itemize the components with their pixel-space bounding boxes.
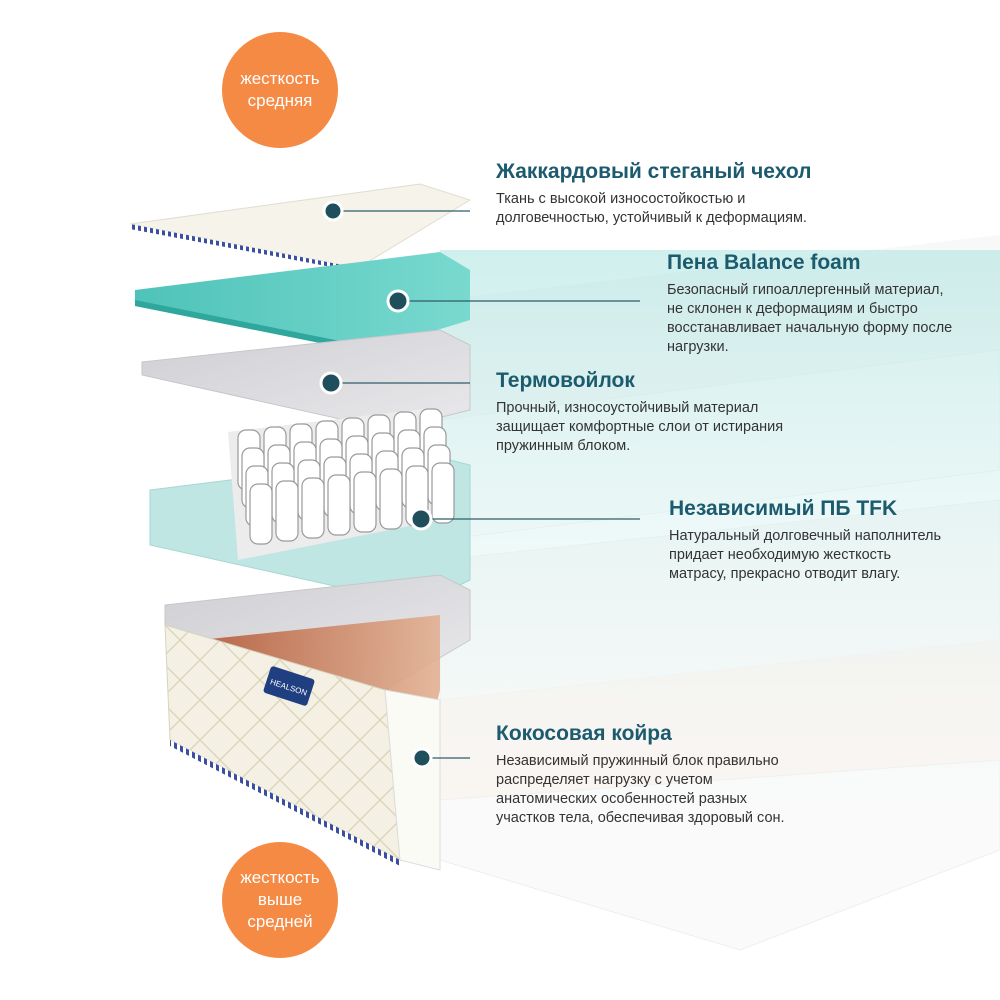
layer-spring-block <box>149 408 471 606</box>
layer-thermal-felt <box>141 329 471 431</box>
callout-jacquard-cover: Жаккардовый стеганый чехол Ткань с высок… <box>496 160 812 228</box>
callout-description: Прочный, износоустойчивый материал защищ… <box>496 399 783 456</box>
marker-coconut-coir <box>411 747 433 769</box>
badge-above-medium-firmness: жесткость выше средней <box>222 842 338 958</box>
pocket-spring <box>379 468 403 530</box>
layer-balance-foam <box>135 252 470 352</box>
callout-title: Пена Balance foam <box>667 251 861 274</box>
badge-bottom-line-3: средней <box>247 912 313 931</box>
pocket-spring <box>431 462 455 524</box>
callout-coconut-coir: Кокосовая койра Независимый пружинный бл… <box>496 722 785 828</box>
callout-spring-block: Независимый ПБ TFK Натуральный долговечн… <box>669 497 941 584</box>
callout-line: Независимый пружинный блок правильно <box>496 753 779 769</box>
badge-medium-firmness: жесткость средняя <box>222 32 338 148</box>
callout-line: пружинным блоком. <box>496 438 631 454</box>
callout-line: Ткань с высокой износостойкостью и <box>496 191 746 207</box>
callout-title: Независимый ПБ TFK <box>669 497 898 520</box>
callout-line: защищает комфортные слои от истирания <box>496 419 784 435</box>
marker-jacquard-cover <box>322 200 344 222</box>
marker-balance-foam <box>386 289 410 313</box>
layer-jacquard-cover <box>129 183 472 272</box>
badge-top-line-2: средняя <box>247 91 313 110</box>
callout-line: придает необходимую жесткость <box>669 547 892 563</box>
pocket-spring <box>327 474 351 536</box>
pocket-spring <box>249 483 273 545</box>
callout-description: Натуральный долговечный наполнитель прид… <box>669 527 941 584</box>
callout-title: Жаккардовый стеганый чехол <box>496 160 812 183</box>
callout-line: Безопасный гипоаллергенный материал, <box>667 282 944 298</box>
callout-title: Кокосовая койра <box>496 722 672 745</box>
marker-thermal-felt <box>319 371 343 395</box>
callout-line: не склонен к деформациям и быстро <box>667 301 918 317</box>
callout-description: Независимый пружинный блок правильно рас… <box>496 752 785 828</box>
badge-bottom-line-1: жесткость <box>240 868 320 887</box>
callout-line: восстанавливает начальную форму после <box>667 320 953 336</box>
badge-bottom-line-2: выше <box>257 890 303 909</box>
callout-description: Безопасный гипоаллергенный материал, не … <box>667 281 952 357</box>
pocket-spring <box>275 480 299 542</box>
marker-spring-block <box>409 507 433 531</box>
callout-line: матрасу, прекрасно отводит влагу. <box>669 566 901 582</box>
pocket-spring <box>353 471 377 533</box>
callout-line: Прочный, износоустойчивый материал <box>496 400 759 416</box>
badge-top-line-1: жесткость <box>240 69 320 88</box>
callout-title: Термовойлок <box>496 369 635 392</box>
callout-line: долговечностью, устойчивый к деформациям… <box>496 210 807 226</box>
callout-line: распределяет нагрузку с учетом <box>496 772 713 788</box>
callout-line: участков тела, обеспечивая здоровый сон. <box>496 810 785 826</box>
brand-tag <box>263 666 315 706</box>
callout-line: Натуральный долговечный наполнитель <box>669 528 942 544</box>
callout-description: Ткань с высокой износостойкостью и долго… <box>496 190 812 228</box>
callout-markers <box>319 200 433 769</box>
callout-line: анатомических особенностей разных <box>496 791 748 807</box>
layer-coconut-coir: HEALSON <box>164 574 471 871</box>
callout-leaders <box>331 210 640 759</box>
pocket-spring <box>301 477 325 539</box>
callout-line: нагрузки. <box>667 339 729 355</box>
callout-thermal-felt: Термовойлок Прочный, износоустойчивый ма… <box>496 369 783 456</box>
teal-highlight-panel <box>440 250 1000 880</box>
callout-balance-foam: Пена Balance foam Безопасный гипоаллерге… <box>667 251 952 357</box>
